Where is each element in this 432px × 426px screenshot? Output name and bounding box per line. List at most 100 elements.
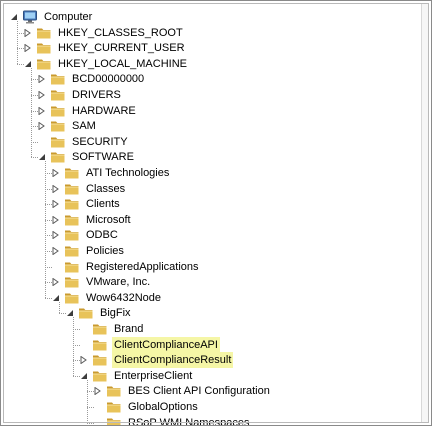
registry-key-clientcomplianceapi[interactable]: ClientComplianceAPI <box>79 336 220 353</box>
registry-key-enterpriseclient[interactable]: EnterpriseClient <box>79 368 194 384</box>
registry-key-vmware-inc[interactable]: VMware, Inc. <box>51 274 152 290</box>
expand-arrow-icon[interactable] <box>51 212 60 228</box>
registry-key-hardware[interactable]: HARDWARE <box>37 103 138 119</box>
no-expander-spacer <box>79 321 88 337</box>
registry-key-rsop-wmi-namespaces[interactable]: RSoP WMI Namespaces <box>93 415 251 425</box>
registry-key-odbc[interactable]: ODBC <box>51 227 120 243</box>
no-expander-spacer <box>37 134 46 150</box>
tree-branch-line <box>31 126 38 128</box>
registry-key-policies[interactable]: Policies <box>51 243 126 259</box>
folder-icon <box>107 386 121 397</box>
no-expander-spacer <box>93 399 102 415</box>
folder-icon <box>51 74 65 85</box>
expand-arrow-icon[interactable] <box>51 165 60 181</box>
no-expander-spacer <box>79 337 88 353</box>
registry-key-label: Policies <box>86 245 124 257</box>
tree-branch-line <box>45 266 52 268</box>
collapse-arrow-icon[interactable] <box>79 368 88 384</box>
folder-icon <box>37 43 51 54</box>
registry-key-hkey-classes-root[interactable]: HKEY_CLASSES_ROOT <box>23 25 185 41</box>
registry-key-label: SOFTWARE <box>72 151 134 164</box>
registry-key-classes[interactable]: Classes <box>51 181 127 197</box>
registry-key-sam[interactable]: SAM <box>37 118 98 134</box>
tree-branch-line <box>73 375 80 377</box>
expand-arrow-icon[interactable] <box>79 352 88 368</box>
registry-key-hkey-local-machine[interactable]: HKEY_LOCAL_MACHINE <box>23 56 189 72</box>
folder-icon <box>51 121 65 132</box>
registry-key-label: SECURITY <box>72 135 128 148</box>
folder-icon <box>93 340 107 351</box>
registry-key-wow6432node[interactable]: Wow6432Node <box>51 290 163 306</box>
expand-arrow-icon[interactable] <box>51 274 60 290</box>
registry-key-label: Wow6432Node <box>86 291 162 304</box>
registry-key-computer[interactable]: Computer <box>9 9 94 25</box>
folder-icon <box>107 402 121 413</box>
registry-key-label: Clients <box>86 198 120 211</box>
registry-key-registeredapplications[interactable]: RegisteredApplications <box>51 259 201 275</box>
collapse-arrow-icon[interactable] <box>23 56 32 72</box>
computer-icon <box>23 10 37 24</box>
tree-branch-line <box>59 313 66 315</box>
tree-branch-line <box>73 344 80 346</box>
expand-arrow-icon[interactable] <box>23 25 32 41</box>
collapse-arrow-icon[interactable] <box>9 9 18 25</box>
folder-icon <box>65 262 79 273</box>
folder-icon <box>93 355 107 366</box>
tree-branch-line <box>17 32 24 34</box>
registry-key-label: SAM <box>72 120 96 133</box>
registry-key-label: ClientComplianceAPI <box>112 336 220 353</box>
registry-key-label: Microsoft <box>86 213 131 226</box>
registry-key-drivers[interactable]: DRIVERS <box>37 87 123 103</box>
expand-arrow-icon[interactable] <box>37 87 46 103</box>
tree-guide-line <box>73 317 74 376</box>
registry-key-ati-technologies[interactable]: ATI Technologies <box>51 165 171 181</box>
collapse-arrow-icon[interactable] <box>51 290 60 306</box>
registry-key-clientcomplianceresult[interactable]: ClientComplianceResult <box>79 352 234 369</box>
tree-branch-line <box>45 297 52 299</box>
tree-branch-line <box>87 422 94 424</box>
registry-key-software[interactable]: SOFTWARE <box>37 149 136 165</box>
expand-arrow-icon[interactable] <box>51 181 60 197</box>
registry-key-label: BES Client API Configuration <box>128 385 270 398</box>
tree-branch-line <box>87 407 94 408</box>
expand-arrow-icon[interactable] <box>51 227 60 243</box>
tree-branch-line <box>45 251 52 252</box>
registry-key-globaloptions[interactable]: GlobalOptions <box>93 399 200 415</box>
expand-arrow-icon[interactable] <box>37 118 46 134</box>
no-expander-spacer <box>93 415 102 425</box>
collapse-arrow-icon[interactable] <box>37 149 46 165</box>
folder-icon <box>51 152 65 163</box>
registry-key-label: ATI Technologies <box>86 167 170 179</box>
expand-arrow-icon[interactable] <box>23 40 32 56</box>
folder-icon <box>107 418 121 425</box>
tree-branch-line <box>31 141 38 143</box>
expand-arrow-icon[interactable] <box>37 71 46 87</box>
registry-key-brand[interactable]: Brand <box>79 321 145 337</box>
registry-key-hkey-current-user[interactable]: HKEY_CURRENT_USER <box>23 40 187 56</box>
registry-key-clients[interactable]: Clients <box>51 196 122 212</box>
folder-icon <box>65 246 79 257</box>
tree-branch-line <box>31 157 38 159</box>
expand-arrow-icon[interactable] <box>51 196 60 212</box>
expand-arrow-icon[interactable] <box>93 383 102 399</box>
vertical-scrollbar[interactable] <box>421 4 428 422</box>
folder-icon <box>51 106 65 117</box>
expand-arrow-icon[interactable] <box>37 103 46 119</box>
folder-icon <box>93 371 107 382</box>
folder-icon <box>65 293 79 304</box>
registry-key-bigfix[interactable]: BigFix <box>65 305 133 321</box>
expand-arrow-icon[interactable] <box>51 243 60 259</box>
registry-key-bcd00000000[interactable]: BCD00000000 <box>37 71 146 87</box>
registry-key-label: HKEY_LOCAL_MACHINE <box>58 57 187 70</box>
registry-key-microsoft[interactable]: Microsoft <box>51 212 133 228</box>
tree-branch-line <box>45 219 52 221</box>
registry-key-bes-client-api-configuration[interactable]: BES Client API Configuration <box>93 383 272 399</box>
registry-key-label: EnterpriseClient <box>114 369 193 382</box>
tree-branch-line <box>31 79 38 81</box>
registry-key-security[interactable]: SECURITY <box>37 134 130 150</box>
tree-branch-line <box>17 48 24 50</box>
tree-branch-line <box>45 173 52 174</box>
collapse-arrow-icon[interactable] <box>65 305 74 321</box>
no-expander-spacer <box>51 259 60 275</box>
folder-icon <box>93 324 107 335</box>
